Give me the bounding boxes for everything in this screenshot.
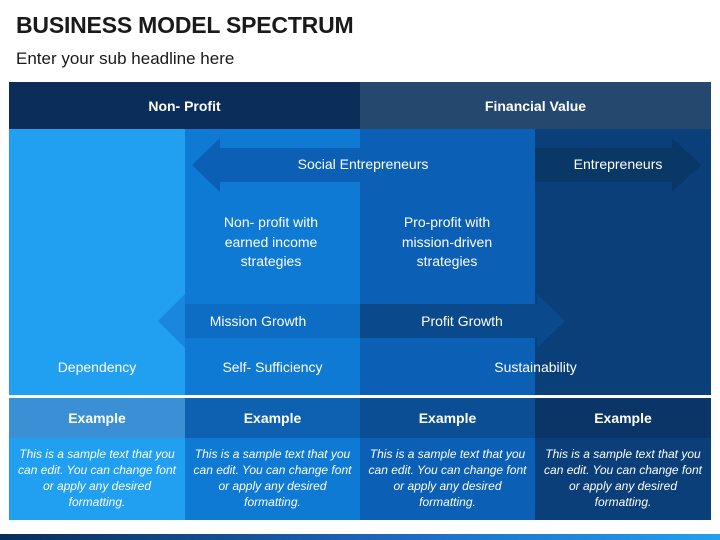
sustainability-label: Sustainability bbox=[494, 359, 577, 375]
example-text-2-body: This is a sample text that you can edit.… bbox=[193, 447, 352, 509]
profit-growth-label: Profit Growth bbox=[421, 313, 503, 329]
example-heading-1: Example bbox=[9, 398, 185, 438]
header-non-profit: Non- Profit bbox=[9, 82, 360, 129]
social-entrepreneurs-label: Social Entrepreneurs bbox=[297, 156, 429, 172]
example-text-3-body: This is a sample text that you can edit.… bbox=[368, 447, 527, 509]
entrepreneurs-arrow-segment bbox=[535, 138, 702, 192]
nonprofit-strategy-label: Non- profit with earned income strategie… bbox=[223, 214, 319, 269]
profit-growth-arrow bbox=[360, 294, 565, 348]
mission-growth-label: Mission Growth bbox=[209, 313, 307, 329]
page-subtitle: Enter your sub headline here bbox=[16, 49, 235, 68]
dependency-label: Dependency bbox=[57, 359, 137, 375]
footer-bar bbox=[0, 534, 720, 540]
column-1 bbox=[9, 129, 185, 395]
example-text-2: This is a sample text that you can edit.… bbox=[185, 438, 360, 520]
example-text-3: This is a sample text that you can edit.… bbox=[360, 438, 535, 520]
example-heading-4: Example bbox=[535, 398, 711, 438]
mission-growth-arrow-body bbox=[185, 304, 360, 338]
example-text-1: This is a sample text that you can edit.… bbox=[9, 438, 185, 520]
header-financial-value: Financial Value bbox=[360, 82, 711, 129]
self-sufficiency-label: Self- Sufficiency bbox=[222, 359, 323, 375]
example-text-4: This is a sample text that you can edit.… bbox=[535, 438, 711, 520]
entrepreneurs-label: Entrepreneurs bbox=[573, 156, 663, 172]
example-heading-3: Example bbox=[360, 398, 535, 438]
example-text-4-body: This is a sample text that you can edit.… bbox=[544, 447, 702, 509]
example-heading-2: Example bbox=[185, 398, 360, 438]
example-text-1-body: This is a sample text that you can edit.… bbox=[18, 447, 176, 509]
proprofit-strategy-label: Pro-profit with mission-driven strategie… bbox=[401, 214, 493, 269]
page-title: BUSINESS MODEL SPECTRUM bbox=[16, 12, 354, 38]
